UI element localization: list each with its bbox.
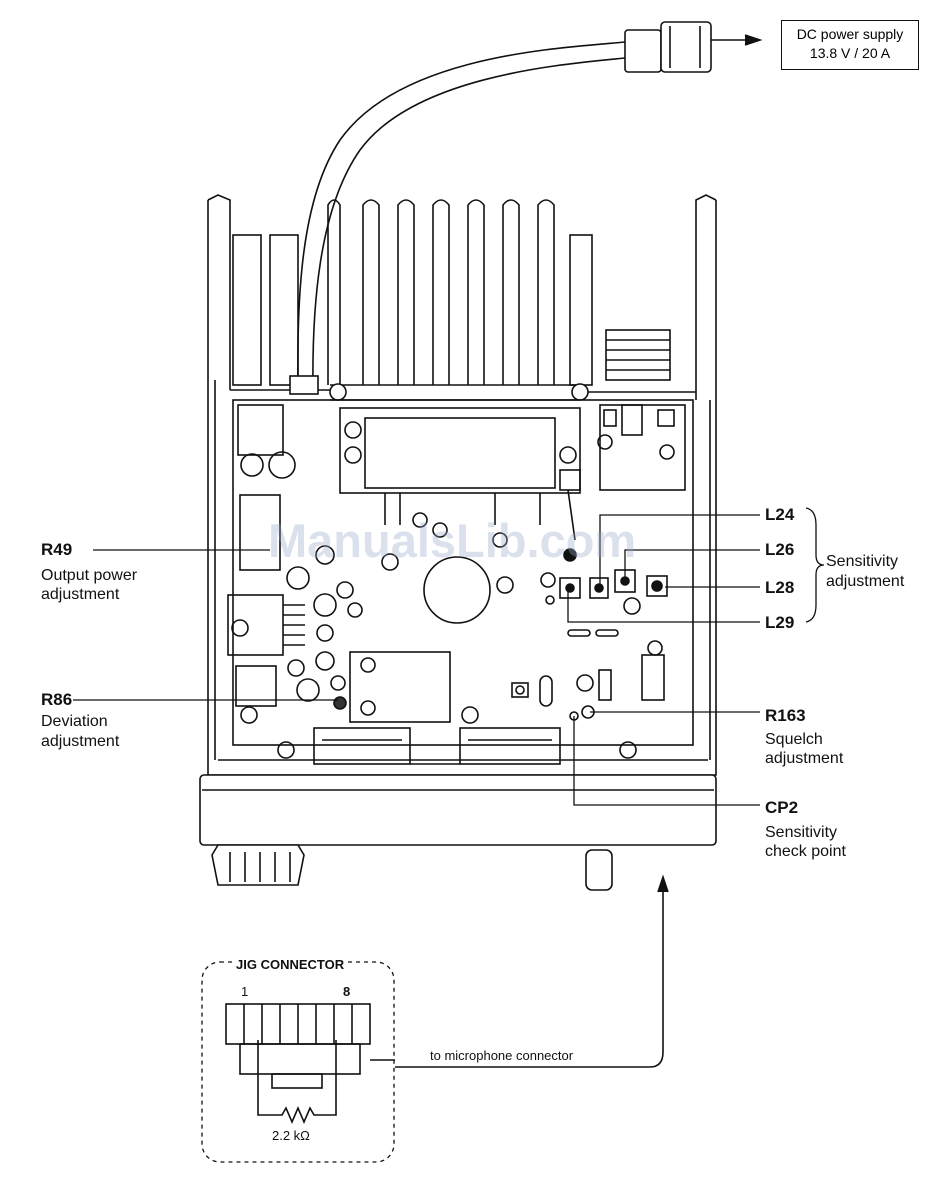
r86-desc-line1: Deviation xyxy=(41,712,108,732)
power-plug xyxy=(625,22,760,72)
antenna-connector xyxy=(606,330,670,380)
sensitivity-line2: adjustment xyxy=(826,572,904,592)
jig-connector xyxy=(202,877,668,1162)
r86-desc-line2: adjustment xyxy=(41,732,119,752)
r163-label: R163 xyxy=(765,706,806,726)
l28-label: L28 xyxy=(765,578,794,598)
r49-label: R49 xyxy=(41,540,72,560)
power-supply-line1: DC power supply xyxy=(782,25,918,44)
watermark: ManualsLib.com xyxy=(268,513,636,568)
r49-desc-line2: adjustment xyxy=(41,585,119,605)
cp2-desc-line1: Sensitivity xyxy=(765,823,837,843)
jig-pin-last: 8 xyxy=(343,984,350,999)
heat-sink-fins xyxy=(233,200,592,385)
mounting-bar xyxy=(290,376,588,400)
l26-label: L26 xyxy=(765,540,794,560)
pcb-board xyxy=(228,400,693,764)
r86-label: R86 xyxy=(41,690,72,710)
sensitivity-line1: Sensitivity xyxy=(826,552,898,572)
r163-desc-line1: Squelch xyxy=(765,730,823,750)
l29-label: L29 xyxy=(765,613,794,633)
jig-title: JIG CONNECTOR xyxy=(232,957,348,972)
jig-route: to microphone connector xyxy=(430,1048,573,1063)
jig-pin-first: 1 xyxy=(241,984,248,999)
cp2-desc-line2: check point xyxy=(765,842,846,862)
power-cable xyxy=(298,42,625,390)
l24-label: L24 xyxy=(765,505,794,525)
r49-desc-line1: Output power xyxy=(41,566,137,586)
power-supply-box: DC power supply 13.8 V / 20 A xyxy=(781,20,919,70)
r163-desc-line2: adjustment xyxy=(765,749,843,769)
knobs xyxy=(212,845,612,890)
jig-resistor: 2.2 kΩ xyxy=(272,1128,310,1143)
cp2-label: CP2 xyxy=(765,798,798,818)
power-supply-line2: 13.8 V / 20 A xyxy=(782,44,918,63)
